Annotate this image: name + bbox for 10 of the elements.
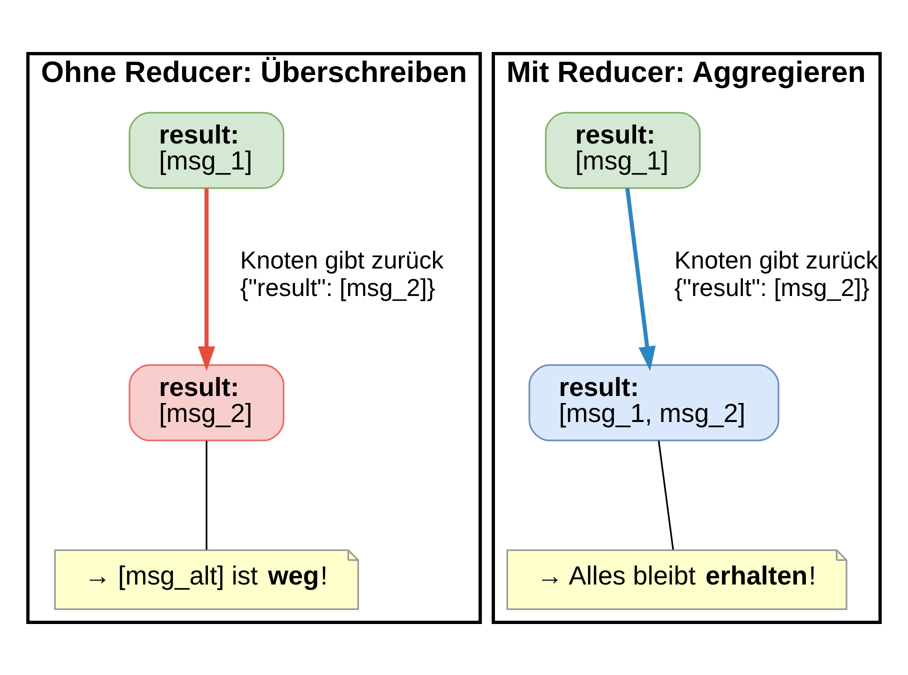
edge-label: Knoten gibt zurück {"result": [msg_2]} (674, 246, 878, 302)
edge-label: Knoten gibt zurück {"result": [msg_2]} (240, 246, 444, 302)
arrow (625, 187, 656, 370)
node-box: result: [msg_1] (128, 111, 284, 188)
connector (206, 440, 208, 550)
node-box: result: [msg_1, msg_2] (528, 364, 780, 441)
connector (658, 440, 674, 550)
node-box: result: [msg_2] (128, 364, 284, 441)
arrow (198, 188, 216, 371)
node-box: result: [msg_1] (544, 111, 701, 188)
